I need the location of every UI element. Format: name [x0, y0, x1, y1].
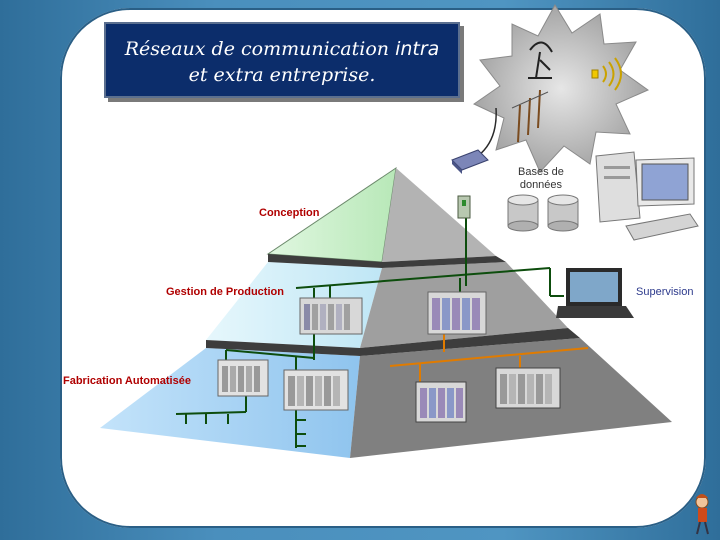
databases-label-line1: Bases de [518, 166, 564, 179]
database-icon [508, 195, 538, 231]
databases-label: Bases de données [518, 166, 564, 192]
plc-rack-icon [496, 368, 560, 408]
right-face-top [382, 168, 496, 262]
plc-rack-icon [300, 298, 362, 334]
title-line1-word: intra [395, 38, 439, 60]
gateway-device-icon [458, 196, 470, 218]
plc-rack-icon [416, 382, 466, 422]
database-icon [548, 195, 578, 231]
laptop-icon [556, 268, 634, 318]
internet-starburst [474, 5, 648, 172]
title-line2: et extra entreprise. [106, 62, 458, 88]
title-line1-prefix: Réseaux de communication [125, 38, 395, 60]
slide-title: Réseaux de communication intra et extra … [104, 22, 460, 98]
plc-rack-icon [218, 360, 268, 396]
modem-icon [452, 150, 488, 174]
plc-rack-icon [428, 292, 486, 334]
desktop-computer-icon [596, 152, 698, 240]
level-label-gestion: Gestion de Production [166, 286, 284, 298]
plc-rack-icon [284, 370, 348, 410]
databases-label-line2: données [518, 179, 564, 192]
mascot-icon [696, 494, 708, 534]
level-label-fabrication: Fabrication Automatisée [63, 375, 191, 387]
level-label-conception: Conception [259, 207, 320, 219]
supervision-label: Supervision [636, 286, 693, 298]
